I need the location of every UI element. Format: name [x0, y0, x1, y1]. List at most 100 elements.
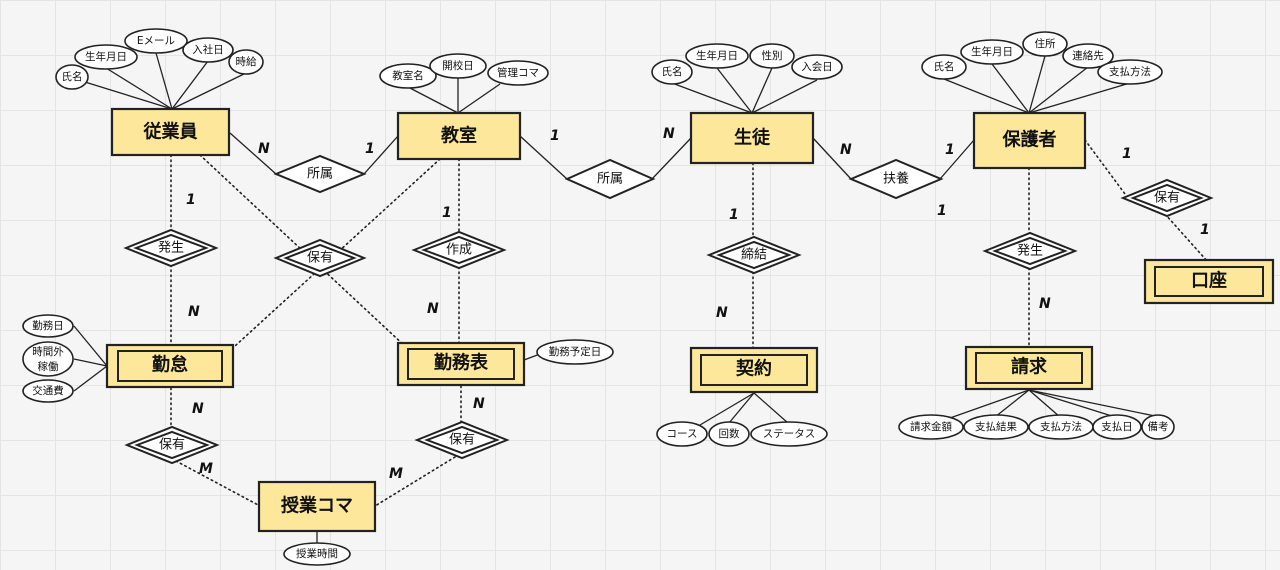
- attr-guardian-payment-method[interactable]: 支払方法: [1097, 59, 1163, 85]
- rel-schedule-slot-label: 保有: [449, 433, 475, 448]
- attr-billing-payment-date[interactable]: 支払日: [1092, 414, 1142, 440]
- rel-guardian-billing[interactable]: 発生: [982, 231, 1078, 271]
- attr-billing-payment-result[interactable]: 支払結果: [963, 414, 1029, 440]
- attr-employee-birthdate[interactable]: 生年月日: [74, 44, 138, 70]
- attr-attendance-workdate[interactable]: 勤務日: [22, 314, 74, 338]
- attr-student-joindate[interactable]: 入会日: [791, 54, 843, 80]
- card-class-schedule-1: 1: [442, 205, 452, 221]
- attr-classroom-managed-slot[interactable]: 管理コマ: [487, 60, 549, 86]
- rel-student-contract[interactable]: 締結: [706, 235, 802, 275]
- attr-contract-status[interactable]: ステータス: [750, 421, 828, 447]
- attr-billing-amount[interactable]: 請求金額: [898, 414, 964, 440]
- rel-classroom-schedule-label: 作成: [446, 243, 472, 258]
- attr-employee-joindate[interactable]: 入社日: [182, 37, 234, 63]
- attr-student-name[interactable]: 氏名: [651, 59, 693, 85]
- card-class-student-1: 1: [550, 128, 560, 144]
- card-emp-belong-1: 1: [365, 141, 375, 157]
- attr-billing-remarks-label: 備考: [1148, 420, 1169, 433]
- attr-student-gender[interactable]: 性別: [749, 43, 795, 69]
- rel-holding-cross[interactable]: 保有: [273, 238, 367, 278]
- card-student-contract-1: 1: [729, 207, 739, 223]
- attr-guardian-contact[interactable]: 連絡先: [1062, 43, 1114, 69]
- rel-student-contract-label: 締結: [741, 247, 767, 263]
- attr-guardian-name[interactable]: 氏名: [921, 54, 967, 80]
- attr-employee-birthdate-label: 生年月日: [85, 50, 127, 63]
- attr-guardian-address[interactable]: 住所: [1022, 31, 1068, 57]
- attr-attendance-overtime[interactable]: 時間外 稼働: [22, 341, 74, 377]
- attr-contract-count[interactable]: 回数: [708, 421, 750, 447]
- rel-guardian-billing-label: 発生: [1017, 244, 1043, 259]
- entity-classroom[interactable]: 教室: [396, 111, 522, 161]
- rel-student-guardian[interactable]: 扶養: [848, 158, 944, 200]
- attr-billing-payment-result-label: 支払結果: [975, 420, 1017, 433]
- rel-employee-attendance-label: 発生: [158, 241, 184, 256]
- attr-guardian-birthdate[interactable]: 生年月日: [960, 39, 1024, 65]
- entity-employee[interactable]: 従業員: [110, 107, 231, 157]
- attr-guardian-contact-label: 連絡先: [1072, 49, 1104, 62]
- attr-attendance-overtime-label-1: 時間外: [32, 346, 64, 358]
- rel-classroom-student-label: 所属: [597, 172, 623, 187]
- entity-account-label: 口座: [1191, 270, 1227, 292]
- attr-guardian-birthdate-label: 生年月日: [971, 45, 1013, 58]
- attr-employee-email[interactable]: Eメール: [124, 28, 188, 54]
- attr-billing-amount-label: 請求金額: [910, 420, 952, 433]
- attr-guardian-payment-method-label: 支払方法: [1109, 65, 1151, 78]
- card-emp-attendance-n: N: [188, 304, 200, 320]
- attr-class-slot-time[interactable]: 授業時間: [283, 542, 351, 566]
- attr-classroom-name[interactable]: 教室名: [379, 63, 437, 89]
- card-student-guardian-n: N: [840, 142, 852, 158]
- card-emp-belong-n: N: [258, 141, 270, 157]
- rel-attendance-slot-label: 保有: [159, 438, 185, 453]
- entity-billing[interactable]: 請求: [964, 345, 1094, 391]
- card-class-schedule-n: N: [427, 301, 439, 317]
- entity-attendance-label: 勤怠: [152, 354, 188, 376]
- entity-class-slot[interactable]: 授業コマ: [257, 480, 377, 533]
- rel-schedule-slot[interactable]: 保有: [414, 420, 510, 460]
- attr-student-gender-label: 性別: [762, 49, 783, 62]
- rel-holding-cross-label: 保有: [307, 251, 333, 266]
- rel-guardian-account[interactable]: 保有: [1120, 178, 1214, 218]
- entity-guardian-label: 保護者: [1002, 129, 1057, 151]
- attr-classroom-opendate-label: 開校日: [442, 59, 474, 72]
- cardinality-labels: N 1 1 N N 1 1 1 1 1 N 1 N 1 N N N M N M: [186, 126, 1210, 482]
- entity-work-schedule[interactable]: 勤務表: [396, 341, 526, 387]
- attr-billing-payment-method[interactable]: 支払方法: [1028, 414, 1094, 440]
- attr-guardian-address-label: 住所: [1035, 37, 1057, 50]
- entity-contract[interactable]: 契約: [689, 346, 819, 394]
- entity-student[interactable]: 生徒: [689, 111, 815, 165]
- attr-employee-email-label: Eメール: [137, 35, 175, 47]
- entity-attendance[interactable]: 勤怠: [105, 343, 235, 389]
- attr-student-birthdate[interactable]: 生年月日: [685, 43, 749, 69]
- attr-student-name-label: 氏名: [662, 65, 683, 78]
- rel-employee-classroom[interactable]: 所属: [273, 154, 367, 194]
- attr-billing-payment-date-label: 支払日: [1101, 420, 1133, 433]
- attr-attendance-transport-cost[interactable]: 交通費: [22, 379, 74, 403]
- attr-attendance-workdate-label: 勤務日: [32, 319, 64, 332]
- attr-contract-count-label: 回数: [719, 427, 740, 440]
- attribute-connectors: [71, 52, 1156, 543]
- card-student-contract-n: N: [716, 305, 728, 321]
- attr-student-birthdate-label: 生年月日: [696, 49, 738, 62]
- card-student-guardian-1a: 1: [945, 142, 955, 158]
- entity-billing-label: 請求: [1011, 356, 1048, 378]
- rel-student-guardian-label: 扶養: [883, 171, 909, 187]
- rel-classroom-schedule[interactable]: 作成: [411, 230, 507, 270]
- rel-employee-attendance[interactable]: 発生: [123, 228, 219, 268]
- attr-schedule-planned-date[interactable]: 勤務予定日: [536, 339, 614, 365]
- entity-account[interactable]: 口座: [1143, 258, 1275, 305]
- relationship-connectors: [170, 132, 1209, 507]
- attr-classroom-opendate[interactable]: 開校日: [429, 53, 487, 79]
- attr-employee-hourly-wage[interactable]: 時給: [228, 49, 264, 75]
- attr-contract-course[interactable]: コース: [656, 421, 708, 447]
- attr-contract-status-label: ステータス: [763, 428, 816, 440]
- attr-billing-remarks[interactable]: 備考: [1141, 414, 1175, 440]
- entity-contract-label: 契約: [735, 358, 772, 380]
- attr-schedule-planned-date-label: 勤務予定日: [549, 345, 602, 358]
- rel-classroom-student[interactable]: 所属: [564, 158, 656, 200]
- card-emp-attendance-1: 1: [186, 192, 196, 208]
- attr-employee-name[interactable]: 氏名: [55, 64, 89, 90]
- entity-student-label: 生徒: [734, 127, 771, 149]
- entity-guardian[interactable]: 保護者: [972, 111, 1087, 170]
- rel-attendance-slot[interactable]: 保有: [124, 425, 220, 465]
- rel-guardian-account-label: 保有: [1154, 191, 1180, 206]
